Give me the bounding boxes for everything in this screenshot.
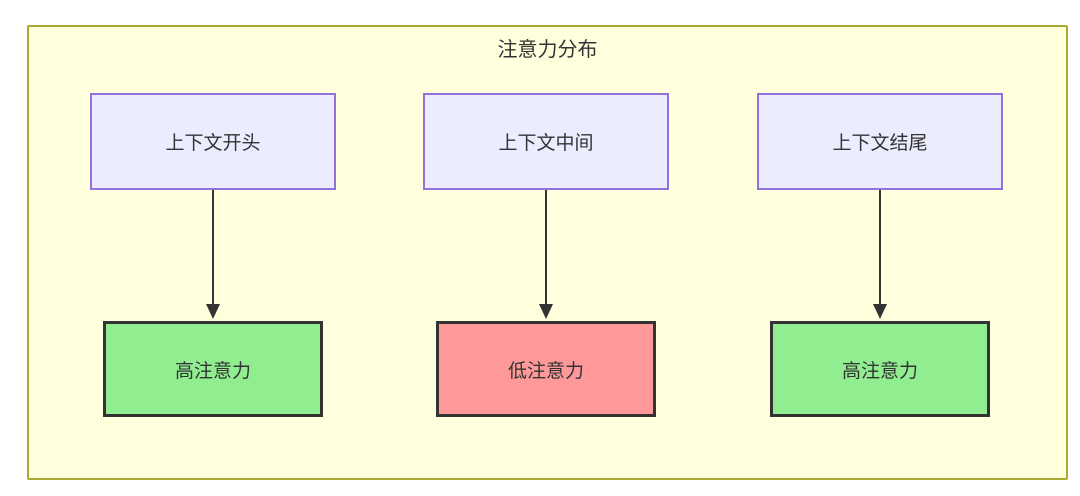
node-label: 上下文结尾: [832, 133, 928, 154]
node-context-start: 上下文开头: [90, 93, 336, 190]
node-context-end: 上下文结尾: [757, 93, 1003, 190]
node-label: 高注意力: [174, 360, 251, 382]
node-label: 高注意力: [841, 360, 918, 382]
node-high-attention-right: 高注意力: [770, 321, 990, 417]
node-label: 低注意力: [507, 360, 584, 382]
diagram-title: 注意力分布: [497, 39, 598, 61]
node-context-middle: 上下文中间: [423, 93, 669, 190]
node-label: 上下文开头: [165, 133, 261, 154]
node-label: 上下文中间: [498, 133, 594, 154]
node-high-attention-left: 高注意力: [103, 321, 323, 417]
node-low-attention: 低注意力: [436, 321, 656, 417]
